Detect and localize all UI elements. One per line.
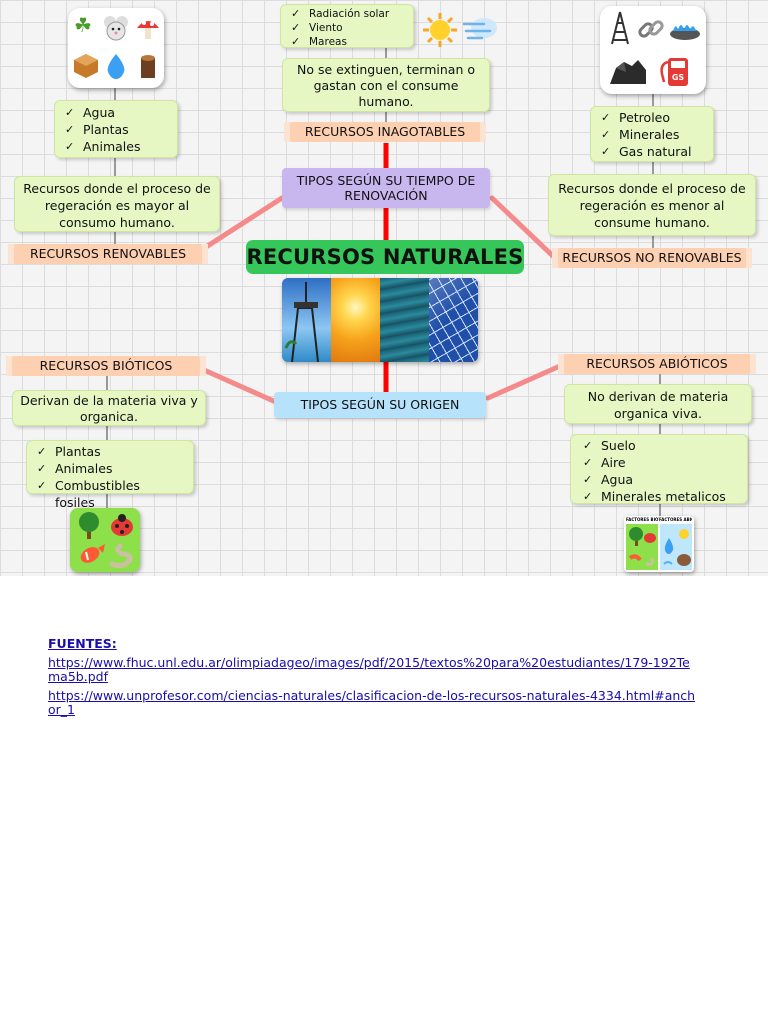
- list-item: Mareas: [287, 35, 407, 49]
- biotic-description: Derivan de la materia viva y organica.: [12, 390, 206, 426]
- gas-pump-icon: GS: [658, 52, 694, 88]
- abiotic-factors-label: FACTORES ABIÓTICOS: [659, 517, 692, 522]
- label-nonrenewable: RECURSOS NO RENOVABLES: [552, 248, 752, 268]
- list-item: Animales: [33, 460, 187, 477]
- oil-derrick-icon: [608, 10, 632, 46]
- sources-heading-link[interactable]: FUENTES:: [48, 636, 117, 651]
- abiotic-icons-card: FACTORES BIÓTICOS FACTORES ABIÓTICOS: [624, 516, 694, 572]
- tree-icon: [74, 510, 104, 540]
- coal-icon: [608, 54, 648, 86]
- log-icon: [136, 52, 160, 80]
- list-item: Radiación solar: [287, 7, 407, 21]
- source-link-1-text[interactable]: https://www.fhuc.unl.edu.ar/olimpiadageo…: [48, 655, 690, 684]
- plant-icon: ☘: [74, 13, 92, 37]
- source-link-2[interactable]: https://www.unprofesor.com/ciencias-natu…: [48, 689, 700, 717]
- biotic-icons-card: [70, 508, 140, 572]
- mushroom-icon: [134, 14, 162, 42]
- list-item: Petroleo: [597, 109, 707, 126]
- wind-icon: [462, 14, 500, 46]
- nonrenewable-description: Recursos donde el proceso de regeración …: [548, 174, 756, 236]
- nonrenewable-icons-card: GS: [600, 6, 706, 94]
- list-item: Agua: [61, 104, 171, 121]
- mind-map: Radiación solar Viento Mareas No se exti…: [0, 0, 768, 576]
- ladybug-icon: [108, 512, 136, 538]
- list-item: Gas natural: [597, 143, 707, 160]
- nonrenewable-examples: Petroleo Minerales Gas natural: [590, 106, 714, 162]
- list-item: Animales: [61, 138, 171, 155]
- wood-icon: [72, 52, 100, 80]
- water-drop-icon: [104, 52, 128, 80]
- renewable-description: Recursos donde el proceso de regeración …: [14, 176, 220, 232]
- list-item: Viento: [287, 21, 407, 35]
- ocean-strip: [380, 278, 429, 362]
- list-item: Combustibles fosiles: [33, 477, 145, 511]
- inexhaustible-examples: Radiación solar Viento Mareas: [280, 4, 414, 49]
- label-biotic: RECURSOS BIÓTICOS: [6, 356, 206, 376]
- sunset-strip: [331, 278, 380, 362]
- source-link-2-text[interactable]: https://www.unprofesor.com/ciencias-natu…: [48, 688, 696, 717]
- chain-icon: [636, 14, 666, 44]
- label-abiotic: RECURSOS ABIÓTICOS: [558, 354, 756, 374]
- abiotic-examples: Suelo Aire Agua Minerales metalicos: [570, 434, 748, 505]
- list-item: Plantas: [33, 443, 187, 460]
- natural-resources-photo: [282, 278, 478, 362]
- inexhaustible-description: No se extinguen, terminan o gastan con e…: [282, 58, 490, 112]
- svg-text:GS: GS: [672, 73, 685, 82]
- tree-icon: [626, 524, 658, 570]
- sun-icon: [422, 12, 458, 48]
- renewable-icons-card: ☘: [68, 8, 164, 88]
- abiotic-description: No derivan de materia organica viva.: [564, 384, 752, 424]
- renewal-time-types: TIPOS SEGÚN SU TIEMPO DE RENOVACIÓN: [282, 168, 490, 208]
- list-item: Aire: [579, 454, 739, 471]
- origin-types: TIPOS SEGÚN SU ORIGEN: [274, 392, 486, 418]
- list-item: Suelo: [579, 437, 739, 454]
- renewable-examples: Agua Plantas Animales: [54, 100, 178, 158]
- list-item: Plantas: [61, 121, 171, 138]
- oil-platform-strip: [282, 278, 331, 362]
- biotic-factors-label: FACTORES BIÓTICOS: [626, 517, 659, 522]
- label-renewable: RECURSOS RENOVABLES: [8, 244, 208, 264]
- snake-icon: [108, 542, 136, 569]
- label-inexhaustible: RECURSOS INAGOTABLES: [284, 122, 486, 142]
- water-drop-icon: [660, 524, 692, 570]
- biotic-examples: Plantas Animales Combustibles fosiles: [26, 440, 194, 510]
- fish-icon: [76, 542, 106, 568]
- mouse-icon: [102, 14, 130, 42]
- list-item: Minerales metalicos: [579, 488, 739, 505]
- page-title: RECURSOS NATURALES: [246, 240, 524, 274]
- solar-panel-strip: [429, 278, 478, 362]
- gas-flame-icon: [668, 14, 702, 44]
- list-item: Minerales: [597, 126, 707, 143]
- list-item: Agua: [579, 471, 739, 488]
- source-link-1[interactable]: https://www.fhuc.unl.edu.ar/olimpiadageo…: [48, 656, 700, 684]
- sources-heading[interactable]: FUENTES:: [48, 637, 117, 651]
